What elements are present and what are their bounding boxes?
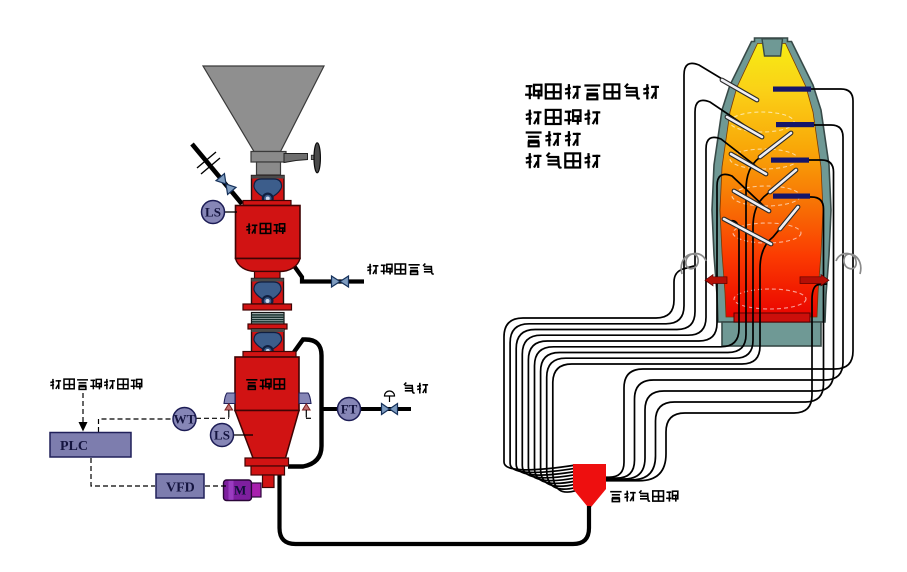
svg-text:M: M <box>234 483 246 498</box>
svg-text:VFD: VFD <box>166 481 195 496</box>
svg-text:WT: WT <box>174 412 196 427</box>
svg-text:LS: LS <box>205 205 221 220</box>
svg-text:LS: LS <box>214 428 230 443</box>
svg-text:PLC: PLC <box>60 439 88 454</box>
svg-text:FT: FT <box>341 402 358 417</box>
